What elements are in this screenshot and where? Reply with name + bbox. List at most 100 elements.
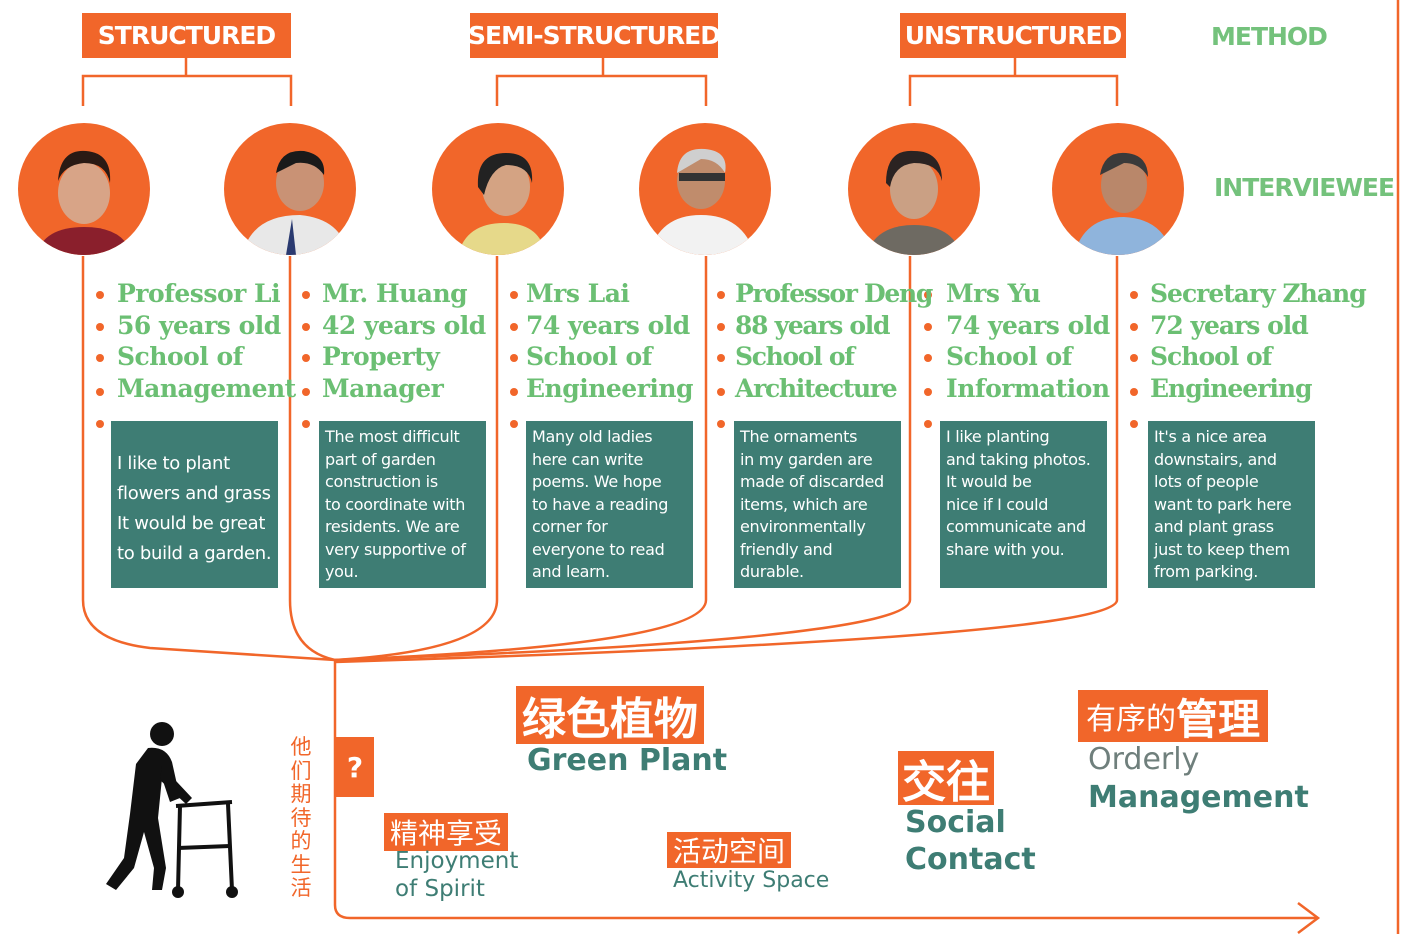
quote-line: to coordinate with: [325, 494, 466, 514]
spirit-en-label-1: Enjoyment: [395, 848, 519, 874]
quote-line: It would be: [946, 472, 1032, 491]
interviewee-name: Mrs Lai: [526, 279, 630, 308]
interviewee-label: INTERVIEWEE: [1214, 173, 1395, 202]
interviewee-name: Professor Deng: [735, 279, 933, 308]
caption-char: 待: [290, 805, 312, 830]
info-mr-huang: Mr. Huang 42 years old Property Manager: [322, 278, 527, 404]
social-en-label-1: Social: [905, 805, 1006, 840]
avatar-professor-deng: [639, 123, 771, 255]
info-mrs-yu: Mrs Yu 74 years old School of Informatio…: [946, 278, 1151, 404]
quote-line: corner for: [532, 517, 608, 536]
avatar-secretary-zhang: [1052, 123, 1184, 255]
quote-line: you.: [325, 562, 359, 581]
quote-line: just to keep them: [1154, 539, 1290, 559]
quote-line: environmentally: [740, 517, 866, 536]
quote-mrs-lai: Many old ladies here can write poems. We…: [526, 421, 693, 588]
caption-char: 们: [290, 758, 312, 783]
quote-line: share with you.: [946, 539, 1065, 559]
interviewee-affiliation-1: School of: [526, 342, 652, 371]
info-professor-deng: Professor Deng 88 years old School of Ar…: [735, 278, 940, 404]
interviewee-affiliation-2: Engineering: [526, 373, 694, 403]
caption-char: 他: [290, 735, 312, 759]
quote-line: here can write: [532, 449, 643, 469]
quote-professor-li: I like to plant flowers and grass It wou…: [111, 421, 278, 588]
quote-line: lots of people: [1154, 472, 1259, 491]
orderly-cn-large: 管理: [1176, 694, 1261, 744]
interviewee-affiliation-1: School of: [946, 342, 1072, 371]
quote-line: part of garden: [325, 449, 436, 469]
quote-line: Many old ladies: [532, 427, 653, 446]
quote-line: construction is: [325, 472, 438, 491]
quote-line: nice if I could: [946, 494, 1049, 514]
social-cn-label: 交往: [898, 751, 994, 808]
interviewee-affiliation-1: School of: [1150, 342, 1272, 371]
interviewee-age: 74 years old: [946, 310, 1110, 340]
interviewee-age: 72 years old: [1150, 310, 1309, 340]
orderly-cn-small: 有序的: [1086, 702, 1176, 737]
interviewee-affiliation-1: School of: [117, 342, 243, 371]
quote-line: poems. We hope: [532, 472, 662, 491]
quote-professor-deng: The ornaments in my garden are made of d…: [734, 421, 901, 588]
interviewee-age: 56 years old: [117, 310, 281, 340]
quote-line: to have a reading: [532, 494, 669, 514]
quote-line: very supportive of: [325, 539, 466, 559]
quote-line: and plant grass: [1154, 517, 1274, 536]
avatar-mrs-lai: [432, 123, 564, 255]
interviewee-affiliation-2: Engineering: [1150, 373, 1313, 403]
quote-line: downstairs, and: [1154, 449, 1277, 469]
quote-line: residents. We are: [325, 517, 460, 536]
quote-line: flowers and grass: [117, 483, 271, 504]
quote-line: The ornaments: [740, 427, 858, 446]
interviewee-name: Professor Li: [117, 279, 281, 308]
social-en-label-2: Contact: [905, 842, 1036, 877]
quote-line: and taking photos.: [946, 449, 1091, 469]
interviewee-affiliation-2: Information: [946, 373, 1110, 403]
info-professor-li: Professor Li 56 years old School of Mana…: [117, 278, 322, 404]
interviewee-affiliation-1: School of: [735, 342, 855, 371]
info-mrs-lai: Mrs Lai 74 years old School of Engineeri…: [526, 278, 731, 404]
avatar-mrs-yu: [848, 123, 980, 255]
caption-char: 的: [290, 829, 312, 853]
spirit-cn-label: 精神享受: [384, 813, 509, 851]
question-mark-box: ?: [336, 737, 374, 797]
interviewee-affiliation-2: Management: [117, 373, 296, 403]
interviewee-affiliation-1: Property: [322, 342, 440, 371]
interviewee-name: Mr. Huang: [322, 279, 468, 308]
green-plant-en-label: Green Plant: [527, 743, 728, 778]
spirit-en-label-2: of Spirit: [395, 876, 485, 902]
quote-line: and learn.: [532, 562, 610, 581]
interviewee-age: 88 years old: [735, 310, 890, 340]
orderly-en-label-1: Orderly: [1088, 742, 1200, 777]
interviewee-affiliation-2: Manager: [322, 373, 444, 403]
avatar-mr-huang: [224, 123, 356, 255]
quote-line: want to park here: [1154, 494, 1292, 514]
quote-line: It would be great: [117, 513, 266, 534]
caption-char: 期: [290, 782, 312, 806]
quote-mrs-yu: I like planting and taking photos. It wo…: [940, 421, 1107, 588]
quote-line: communicate and: [946, 517, 1086, 536]
activity-cn-label: 活动空间: [667, 832, 792, 868]
info-secretary-zhang: Secretary Zhang 72 years old School of E…: [1150, 278, 1367, 404]
quote-line: It's a nice area: [1154, 427, 1267, 446]
interviewee-age: 74 years old: [526, 310, 690, 340]
quote-line: I like to plant: [117, 453, 230, 474]
quote-line: friendly and: [740, 539, 833, 559]
quote-secretary-zhang: It's a nice area downstairs, and lots of…: [1148, 421, 1315, 588]
quote-line: from parking.: [1154, 562, 1259, 581]
caption-char: 生: [290, 852, 312, 877]
quote-line: to build a garden.: [117, 543, 272, 564]
interviewee-affiliation-2: Architecture: [735, 373, 898, 403]
interviewee-age: 42 years old: [322, 310, 486, 340]
method-semi-structured-box: SEMI-STRUCTURED: [468, 13, 721, 58]
quote-line: made of discarded: [740, 472, 884, 491]
method-structured-box: STRUCTURED: [82, 13, 291, 58]
avatar-professor-li: [18, 123, 150, 255]
quote-line: I like planting: [946, 427, 1050, 446]
method-unstructured-box: UNSTRUCTURED: [900, 13, 1126, 58]
orderly-cn-label: 有序的 管理: [1078, 690, 1269, 744]
caption-char: 活: [290, 876, 312, 900]
orderly-en-label-2: Management: [1088, 780, 1309, 815]
quote-line: durable.: [740, 562, 804, 581]
quote-line: The most difficult: [325, 427, 460, 446]
